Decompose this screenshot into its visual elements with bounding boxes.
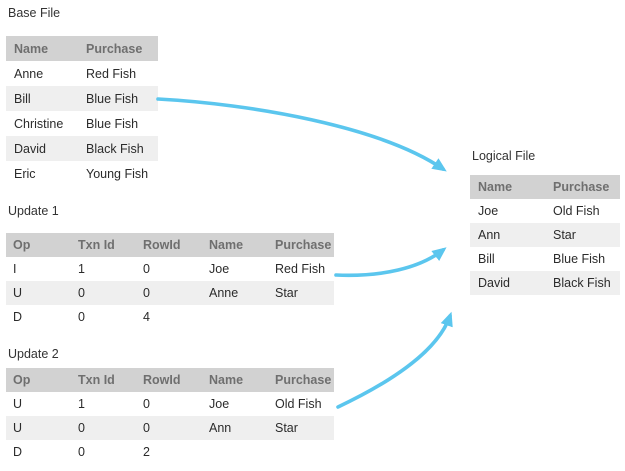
- table-cell: Black Fish: [545, 271, 620, 295]
- arrow-update1-to-logical: [334, 247, 447, 278]
- base-file-title: Base File: [8, 6, 61, 20]
- table-cell: Anne: [202, 281, 268, 305]
- table-row: Eric Young Fish: [6, 161, 158, 186]
- arrow-update2-to-logical: [336, 311, 453, 409]
- table-cell: Black Fish: [78, 136, 158, 161]
- column-header: Purchase: [545, 175, 620, 199]
- table-cell: 0: [143, 262, 150, 276]
- table-cell: Bill: [478, 252, 495, 266]
- table-cell: D: [13, 310, 23, 324]
- table-cell: I: [13, 262, 17, 276]
- column-header: Name: [202, 368, 268, 392]
- column-header: Name: [470, 175, 545, 199]
- column-header: RowId: [136, 233, 202, 257]
- table-cell: [202, 305, 268, 329]
- table-cell: David: [6, 136, 78, 161]
- table-cell: Christine: [14, 116, 64, 131]
- table-cell: D: [13, 445, 23, 459]
- table-cell: U: [6, 416, 71, 440]
- column-header: Purchase: [268, 233, 334, 257]
- arrow-base-to-logical: [156, 97, 447, 172]
- table-cell: David: [470, 271, 545, 295]
- column-header: Op: [6, 233, 71, 257]
- table-cell: Joe: [478, 204, 499, 218]
- table-row: D 0 4: [6, 305, 334, 329]
- table-cell: Joe: [209, 397, 230, 411]
- table-cell: Anne: [14, 66, 44, 81]
- table-cell: 2: [143, 445, 150, 459]
- table-cell: 4: [143, 310, 150, 324]
- column-header: RowId: [136, 368, 202, 392]
- table-row: Anne Red Fish: [6, 61, 158, 86]
- table-cell: Bill: [6, 86, 78, 111]
- table-cell: Star: [268, 281, 334, 305]
- table-row: I 1 0 Joe Red Fish: [6, 257, 334, 281]
- table-row: D 0 2: [6, 440, 334, 464]
- table-cell: 1: [78, 397, 85, 411]
- table-cell: Ann: [202, 416, 268, 440]
- table-cell: Eric: [14, 166, 36, 181]
- column-header: Txn Id: [71, 233, 136, 257]
- table-cell: Red Fish: [275, 262, 326, 276]
- table-cell: Ann: [470, 223, 545, 247]
- table-cell: 0: [71, 416, 136, 440]
- update-2-title: Update 2: [8, 347, 59, 361]
- table-row: Christine Blue Fish: [6, 111, 158, 136]
- table-cell: Blue Fish: [86, 116, 139, 131]
- column-header: Op: [6, 368, 71, 392]
- table-cell: Blue Fish: [553, 252, 606, 266]
- update-1-title: Update 1: [8, 204, 59, 218]
- column-header: Txn Id: [71, 368, 136, 392]
- table-cell: 0: [78, 310, 85, 324]
- logical-file-title: Logical File: [472, 149, 536, 163]
- table-cell: Old Fish: [275, 397, 322, 411]
- column-header: Purchase: [268, 368, 334, 392]
- table-cell: 0: [71, 281, 136, 305]
- table-row: Joe Old Fish: [470, 199, 620, 223]
- table-cell: 1: [78, 262, 85, 276]
- table-row: U 1 0 Joe Old Fish: [6, 392, 334, 416]
- table-cell: U: [13, 397, 23, 411]
- table-cell: 0: [136, 281, 202, 305]
- table-cell: [268, 305, 334, 329]
- table-cell: Star: [268, 416, 334, 440]
- table-cell: [268, 440, 334, 464]
- column-header: Name: [6, 36, 78, 61]
- table-cell: 0: [78, 445, 85, 459]
- table-cell: Red Fish: [86, 66, 137, 81]
- table-cell: [202, 440, 268, 464]
- column-header: Name: [202, 233, 268, 257]
- table-cell: 0: [136, 416, 202, 440]
- table-cell: Young Fish: [86, 166, 149, 181]
- table-cell: U: [6, 281, 71, 305]
- table-cell: Blue Fish: [78, 86, 158, 111]
- table-row: Bill Blue Fish: [470, 247, 620, 271]
- table-cell: Old Fish: [553, 204, 600, 218]
- table-cell: Joe: [209, 262, 230, 276]
- table-cell: 0: [143, 397, 150, 411]
- column-header: Purchase: [78, 36, 158, 61]
- table-cell: Star: [545, 223, 620, 247]
